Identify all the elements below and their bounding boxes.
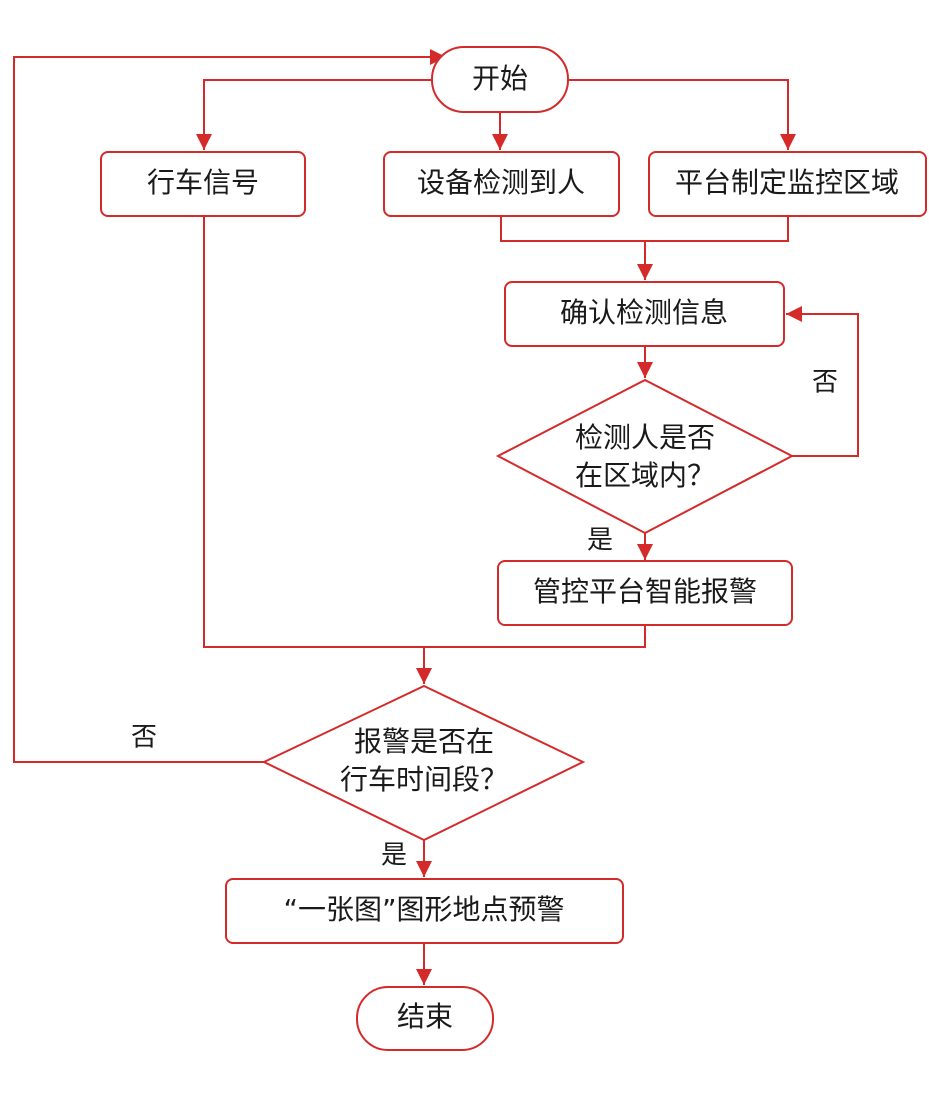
check-zone-yes-label: 是 — [587, 526, 613, 556]
node-device-detect: 设备检测到人 — [383, 151, 620, 217]
train-signal-label: 行车信号 — [147, 166, 259, 199]
edge-check-time-no — [13, 49, 446, 763]
check-time-label-line1: 报警是否在 — [354, 725, 494, 758]
check-zone-label-line2: 在区域内？ — [575, 459, 715, 492]
node-check-zone: 检测人是否 在区域内？ — [495, 378, 795, 535]
end-terminator — [356, 986, 494, 1051]
map-warning-label: “一张图”图形地点预警 — [283, 893, 564, 926]
smart-alarm-box — [497, 560, 793, 626]
check-zone-no-label: 否 — [812, 368, 838, 398]
end-label: 结束 — [397, 1000, 453, 1033]
edges — [13, 49, 859, 985]
node-start: 开始 — [431, 46, 569, 113]
node-end: 结束 — [356, 986, 494, 1051]
node-confirm-info: 确认检测信息 — [504, 281, 785, 347]
confirm-info-box — [504, 281, 785, 347]
check-time-label-line2: 行车时间段？ — [340, 763, 508, 796]
check-zone-diamond — [495, 378, 795, 535]
check-zone-label-line1: 检测人是否 — [575, 421, 715, 454]
platform-zone-label: 平台制定监控区域 — [675, 166, 899, 199]
edge-start-to-train-signal — [196, 79, 432, 150]
node-map-warning: “一张图”图形地点预警 — [225, 878, 624, 944]
smart-alarm-label: 管控平台智能报警 — [533, 575, 757, 608]
platform-zone-box — [648, 151, 927, 217]
edge-check-zone-no — [786, 306, 859, 457]
node-platform-zone: 平台制定监控区域 — [648, 151, 927, 217]
node-smart-alarm: 管控平台智能报警 — [497, 560, 793, 626]
map-warning-box — [225, 878, 624, 944]
check-time-yes-label: 是 — [381, 841, 407, 871]
check-time-no-label: 否 — [131, 723, 157, 753]
node-check-time: 报警是否在 行车时间段？ — [261, 684, 586, 842]
node-train-signal: 行车信号 — [100, 151, 306, 217]
confirm-info-label: 确认检测信息 — [560, 296, 728, 329]
edge-merge-bar — [500, 216, 789, 242]
device-detect-box — [383, 151, 620, 217]
train-signal-box — [100, 151, 306, 217]
start-terminator — [431, 46, 569, 113]
check-time-diamond — [261, 684, 586, 842]
device-detect-label: 设备检测到人 — [417, 166, 585, 199]
edge-start-to-platform-zone — [568, 79, 796, 150]
start-label: 开始 — [472, 62, 528, 95]
